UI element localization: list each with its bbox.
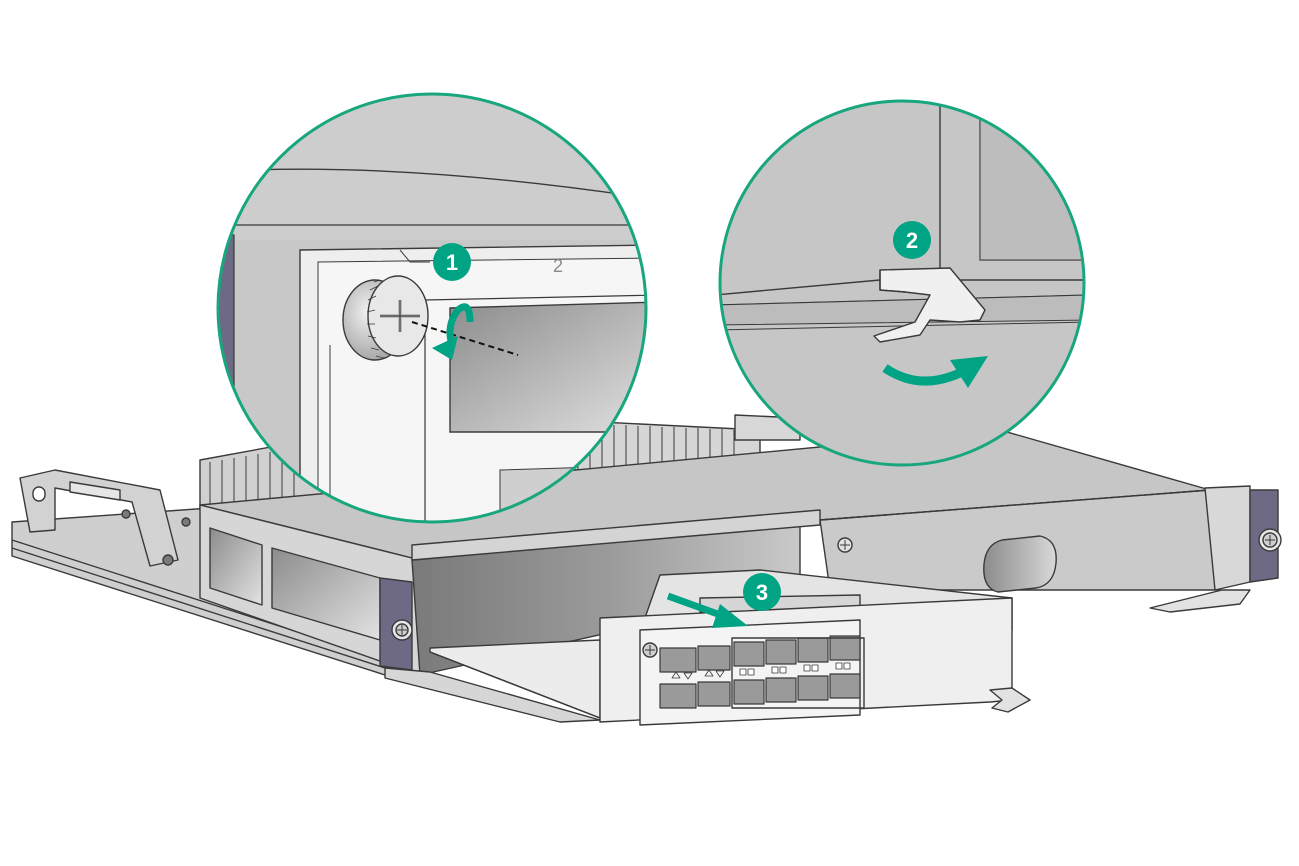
slot-number-mark: 2 bbox=[553, 256, 563, 276]
port bbox=[697, 645, 731, 671]
port bbox=[797, 637, 829, 663]
callout-open-ejector-lever bbox=[718, 99, 1086, 467]
port bbox=[797, 675, 829, 701]
ejector-lever bbox=[873, 267, 986, 343]
port bbox=[659, 683, 697, 709]
straight-arrow-icon bbox=[666, 592, 748, 628]
port bbox=[697, 681, 731, 707]
left-ejector-bracket bbox=[19, 469, 179, 567]
right-oval-vent bbox=[983, 535, 1057, 593]
step-badge-2: 2 bbox=[893, 221, 931, 259]
port bbox=[659, 647, 697, 673]
step-badge-3: 3 bbox=[743, 573, 781, 611]
port bbox=[733, 679, 765, 705]
curved-arrow-icon bbox=[882, 356, 988, 388]
step-number-3: 3 bbox=[756, 580, 768, 605]
counterclockwise-arrow-icon bbox=[432, 303, 474, 360]
step-number-1: 1 bbox=[446, 250, 458, 275]
right-lever bbox=[1149, 589, 1251, 613]
subcard-lever bbox=[989, 687, 1031, 713]
left-vent-1 bbox=[209, 527, 263, 606]
callout-loosen-captive-screw: 2 bbox=[216, 92, 648, 524]
step-badge-1: 1 bbox=[433, 243, 471, 281]
port bbox=[829, 673, 861, 699]
port bbox=[765, 677, 797, 703]
port bbox=[733, 641, 765, 667]
port bbox=[765, 639, 797, 665]
step-number-2: 2 bbox=[906, 228, 918, 253]
port bbox=[829, 635, 861, 661]
port-cages bbox=[659, 635, 861, 709]
thumbscrew-knob bbox=[342, 275, 429, 361]
bracket-hole-icon bbox=[32, 486, 46, 502]
